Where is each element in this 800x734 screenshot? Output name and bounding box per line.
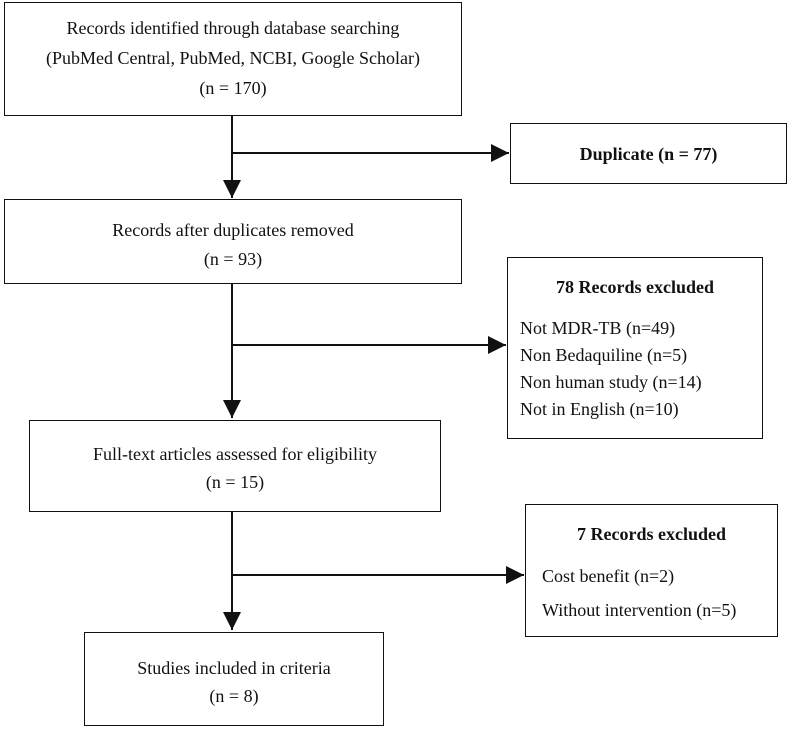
identified-line-1: Records identified through database sear…: [66, 18, 400, 38]
box-duplicate: Duplicate (n = 77): [510, 123, 787, 184]
fulltext-line-2: (n = 15): [205, 472, 265, 492]
excluded-7-item: Without intervention (n=5): [542, 600, 737, 620]
identified-line-2: (PubMed Central, PubMed, NCBI, Google Sc…: [46, 48, 420, 68]
box-full-text-assessed: Full-text articles assessed for eligibil…: [29, 420, 441, 512]
box-studies-included: Studies included in criteria (n = 8): [84, 632, 384, 726]
after-duplicates-line-1: Records after duplicates removed: [112, 220, 354, 240]
excluded-7-item: Cost benefit (n=2): [542, 566, 675, 586]
identified-line-3: (n = 170): [199, 78, 267, 98]
excluded-7-title: 7 Records excluded: [577, 524, 726, 544]
excluded-78-item: Not in English (n=10): [520, 399, 679, 419]
included-line-1: Studies included in criteria: [137, 658, 331, 678]
duplicate-label: Duplicate (n = 77): [579, 144, 718, 164]
excluded-78-item: Not MDR-TB (n=49): [520, 318, 676, 338]
excluded-78-item: Non Bedaquiline (n=5): [520, 345, 688, 365]
excluded-78-title: 78 Records excluded: [556, 277, 714, 297]
excluded-78-item: Non human study (n=14): [520, 372, 702, 392]
included-line-2: (n = 8): [209, 686, 259, 706]
box-records-after-duplicates: Records after duplicates removed (n = 93…: [4, 199, 462, 284]
box-records-identified: Records identified through database sear…: [4, 2, 462, 116]
box-7-records-excluded: 7 Records excluded Cost benefit (n=2) Wi…: [525, 504, 778, 637]
after-duplicates-line-2: (n = 93): [203, 249, 263, 269]
box-78-records-excluded: 78 Records excluded Not MDR-TB (n=49) No…: [507, 257, 763, 439]
fulltext-line-1: Full-text articles assessed for eligibil…: [93, 444, 377, 464]
